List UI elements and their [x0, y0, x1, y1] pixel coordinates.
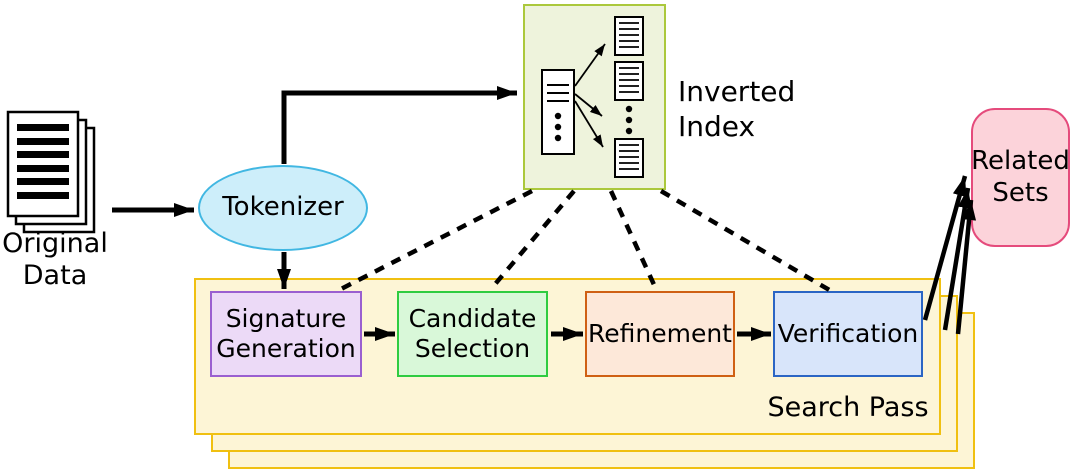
index-access-links	[339, 188, 833, 293]
dashed-index-to-refinement	[608, 190, 659, 290]
dashed-index-to-verification	[659, 189, 833, 293]
signature-generation-node: Signature Generation	[210, 291, 362, 377]
dashed-index-to-signature	[339, 188, 534, 292]
candidate-selection-node: Candidate Selection	[397, 291, 548, 377]
arrow-tokenizer-to-index	[281, 86, 517, 164]
inverted-index-label: Inverted Index	[678, 75, 796, 143]
refinement-node: Refinement	[585, 291, 735, 377]
related-sets-node: Related Sets	[971, 108, 1070, 247]
inverted-index-panel	[523, 4, 666, 190]
search-pass-label: Search Pass	[767, 392, 929, 423]
tokenizer-node: Tokenizer	[198, 165, 368, 251]
original-data-label: Original Data	[2, 228, 108, 292]
document-stack-icon	[6, 110, 96, 234]
dashed-index-to-candidate	[489, 189, 576, 291]
verification-node: Verification	[773, 291, 923, 377]
